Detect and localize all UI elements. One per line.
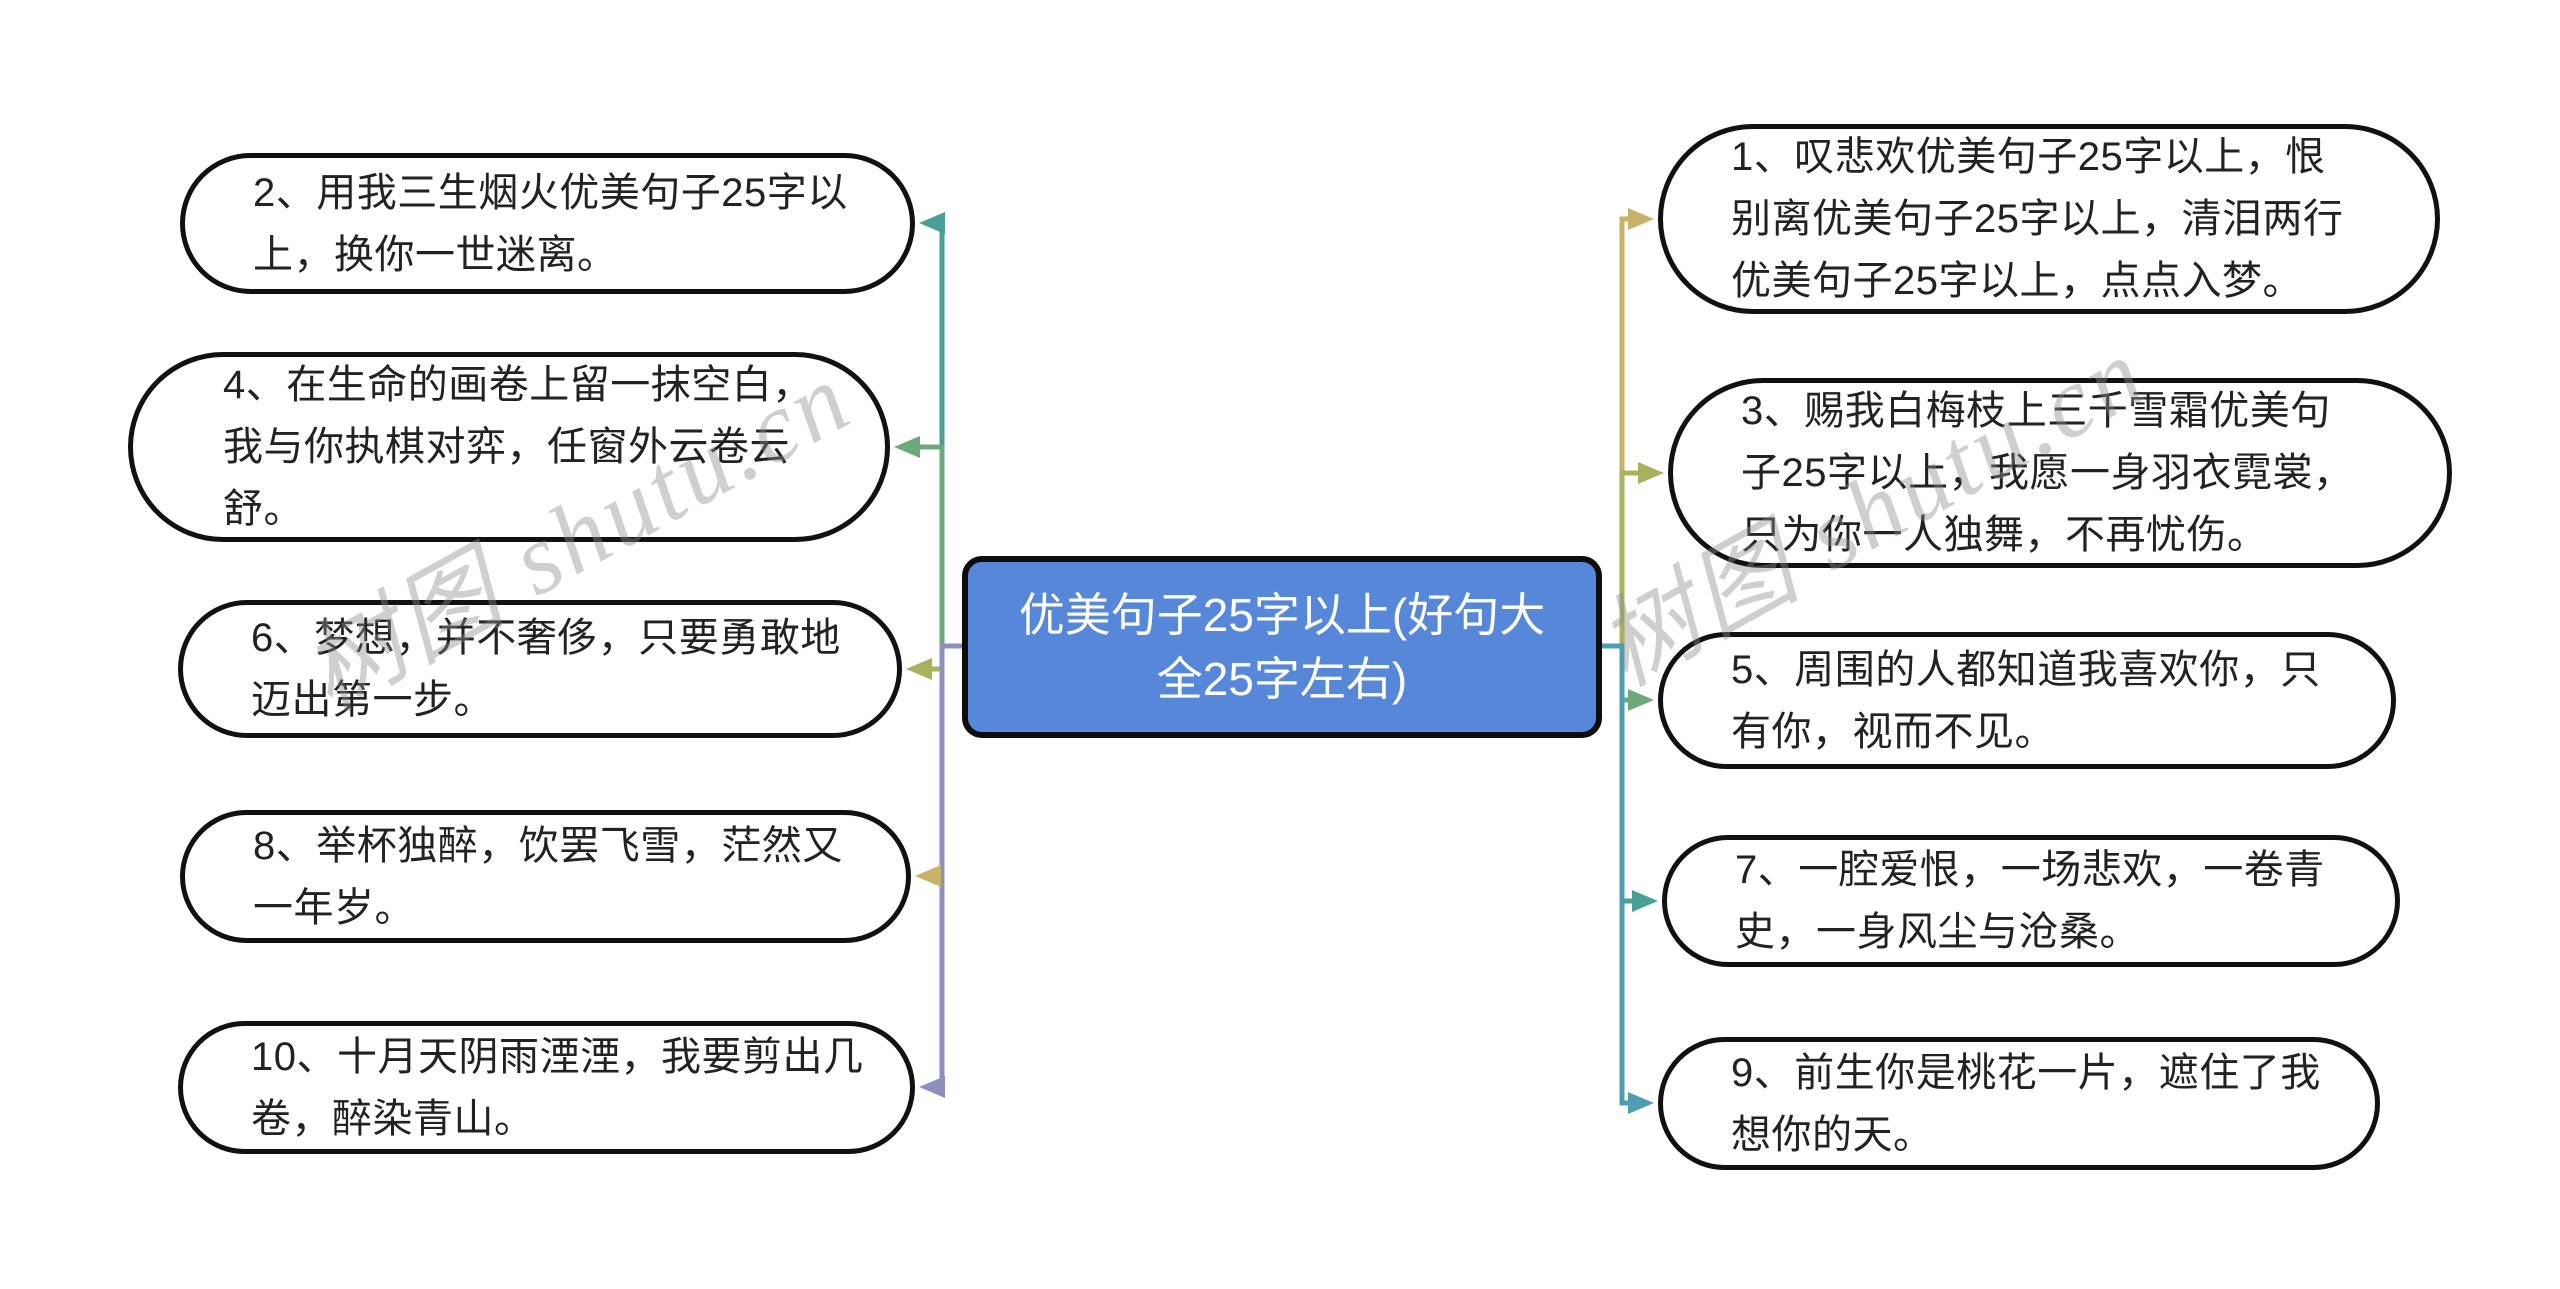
branch-node-7-label: 7、一腔爱恨，一场悲欢，一卷青史，一身风尘与沧桑。 <box>1735 848 2325 954</box>
connector-line-right-4 <box>1602 643 1634 904</box>
arrowhead-right-3 <box>1628 689 1654 711</box>
connector-line-right-3 <box>1602 643 1630 703</box>
arrowhead-right-1 <box>1628 208 1654 230</box>
connector-line-left-1 <box>939 220 962 649</box>
branch-node-10-label: 10、十月天阴雨湮湮，我要剪出几卷，醉染青山。 <box>251 1034 864 1141</box>
branch-node-8-label: 8、举杯独醉，饮罢飞雪，茫然又一年岁。 <box>253 823 843 930</box>
branch-node-4-label: 4、在生命的画卷上留一抹空白，我与你执棋对弈，任窗外云卷云舒。 <box>223 363 813 531</box>
branch-node-1[interactable]: 1、叹悲欢优美句子25字以上，恨别离优美句子25字以上，清泪两行优美句子25字以… <box>1658 124 2440 314</box>
central-topic-label: 优美句子25字以上(好句大全25字左右) <box>1018 589 1546 705</box>
arrowhead-left-3 <box>906 658 932 680</box>
arrowhead-left-2 <box>894 436 920 458</box>
arrowhead-left-5 <box>919 1076 945 1098</box>
connector-line-right-1 <box>1602 216 1630 649</box>
branch-node-6[interactable]: 6、梦想，并不奢侈，只要勇敢地迈出第一步。 <box>178 600 902 738</box>
branch-node-4[interactable]: 4、在生命的画卷上留一抹空白，我与你执棋对弈，任窗外云卷云舒。 <box>128 352 890 542</box>
arrowhead-left-1 <box>919 212 945 234</box>
branch-node-6-label: 6、梦想，并不奢侈，只要勇敢地迈出第一步。 <box>251 616 841 722</box>
branch-node-3[interactable]: 3、赐我白梅枝上三千雪霜优美句子25字以上，我愿一身羽衣霓裳，只为你一人独舞，不… <box>1668 378 2452 568</box>
branch-node-10[interactable]: 10、十月天阴雨湮湮，我要剪出几卷，醉染青山。 <box>178 1021 915 1154</box>
connector-line-left-3 <box>930 643 962 672</box>
branch-node-1-label: 1、叹悲欢优美句子25字以上，恨别离优美句子25字以上，清泪两行优美句子25字以… <box>1731 135 2344 303</box>
connector-line-right-2 <box>1602 470 1640 649</box>
branch-node-9[interactable]: 9、前生你是桃花一片，遮住了我想你的天。 <box>1658 1037 2380 1170</box>
branch-node-5-label: 5、周围的人都知道我喜欢你，只有你，视而不见。 <box>1731 647 2321 754</box>
branch-node-9-label: 9、前生你是桃花一片，遮住了我想你的天。 <box>1731 1050 2321 1157</box>
branch-node-3-label: 3、赐我白梅枝上三千雪霜优美句子25字以上，我愿一身羽衣霓裳，只为你一人独舞，不… <box>1741 389 2354 557</box>
connector-line-left-5 <box>939 643 962 1090</box>
branch-node-2-label: 2、用我三生烟火优美句子25字以上，换你一世迷离。 <box>253 170 848 277</box>
connector-line-right-5 <box>1602 643 1630 1106</box>
branch-node-8[interactable]: 8、举杯独醉，饮罢飞雪，茫然又一年岁。 <box>180 810 911 943</box>
arrowhead-left-4 <box>915 865 941 887</box>
arrowhead-right-5 <box>1628 1092 1654 1114</box>
branch-node-2[interactable]: 2、用我三生烟火优美句子25字以上，换你一世迷离。 <box>180 153 915 294</box>
arrowhead-right-2 <box>1638 462 1664 484</box>
central-topic-node[interactable]: 优美句子25字以上(好句大全25字左右) <box>962 556 1602 738</box>
arrowhead-right-4 <box>1632 890 1658 912</box>
branch-node-7[interactable]: 7、一腔爱恨，一场悲欢，一卷青史，一身风尘与沧桑。 <box>1662 835 2400 967</box>
connector-line-left-2 <box>918 444 962 649</box>
branch-node-5[interactable]: 5、周围的人都知道我喜欢你，只有你，视而不见。 <box>1658 632 2396 769</box>
